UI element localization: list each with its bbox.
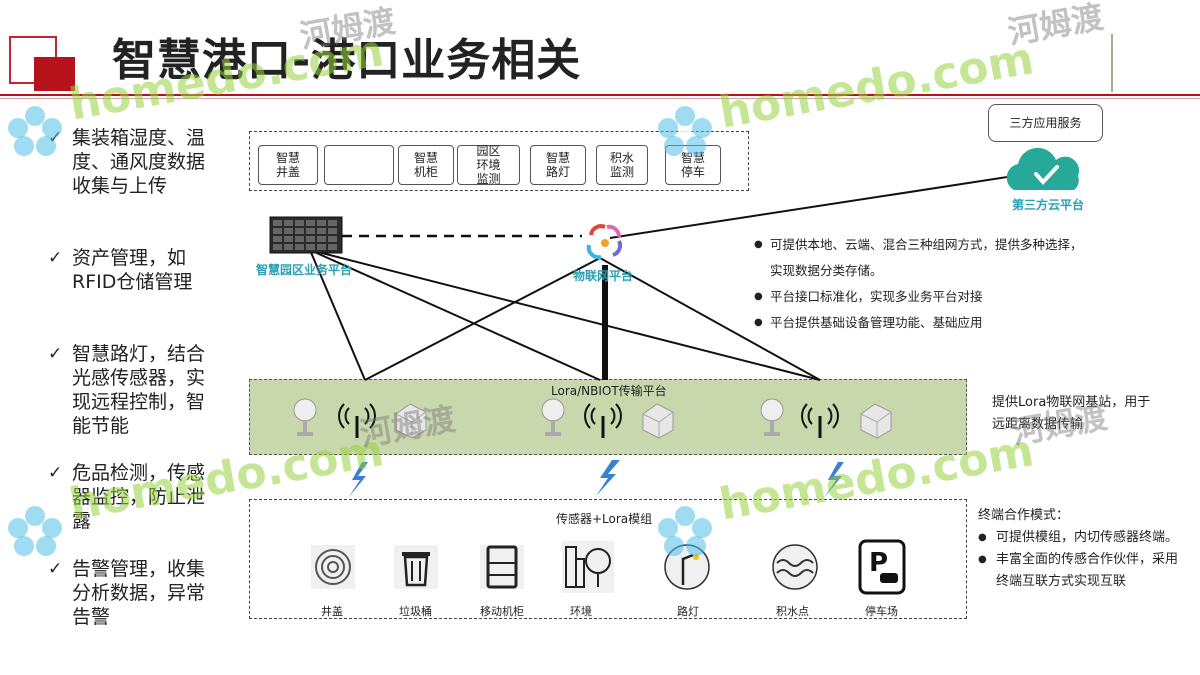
platform-feature-text: 可提供本地、云端、混合三种组网方式，提供多种选择， (770, 237, 1083, 252)
list-item: ✓ 危品检测，传感器监控，防止泄露 (48, 461, 218, 533)
cabinet-icon (480, 545, 524, 589)
app-water-monitoring: 积水 监测 (596, 145, 648, 185)
sensor-label-environment: 环境 (570, 605, 592, 618)
water-point-icon (772, 544, 818, 590)
server-rack-icon (269, 216, 343, 254)
sensor-layer-box (249, 499, 967, 619)
app-blank (324, 145, 394, 185)
sensor-box-label: 传感器+Lora模组 (556, 512, 653, 526)
watermark-flower-icon (8, 106, 62, 156)
gateway-box-icon (395, 403, 427, 439)
lora-note-line: 提供Lora物联网基站，用于 (992, 395, 1151, 410)
cloud-icon (1006, 147, 1080, 190)
connection-lines (309, 171, 1041, 381)
park-platform-label: 智慧园区业务平台 (256, 263, 353, 277)
lora-gateway-group-1 (293, 398, 427, 439)
lora-gateway-group-3 (760, 398, 892, 439)
page-title: 智慧港口-港口业务相关 (112, 35, 582, 86)
watermark-flower-icon (658, 106, 712, 156)
bullet-spacer (754, 258, 770, 284)
manhole-icon (311, 545, 355, 589)
app-smart-manhole: 智慧 井盖 (258, 145, 318, 185)
platform-features: ● 可提供本地、云端、混合三种组网方式，提供多种选择， 实现数据分类存储。 ● 平台… (754, 232, 1083, 336)
svg-text:P: P (869, 548, 888, 578)
platform-feature-text: 平台接口标准化，实现多业务平台对接 (770, 289, 983, 304)
bullet-dot-icon: ● (754, 317, 763, 328)
app-smart-cabinet: 智慧 机柜 (398, 145, 454, 185)
header-divider (1111, 34, 1113, 92)
list-item-text: 集装箱湿度、温度、通风度数据收集与上传 (72, 127, 206, 197)
third-party-service-box: 三方应用服务 (988, 104, 1103, 142)
radar-sensor-icon (760, 398, 784, 436)
radar-sensor-icon (541, 398, 565, 436)
iot-platform-icon (586, 224, 623, 260)
check-icon: ✓ (48, 463, 63, 483)
parking-icon: P (858, 539, 906, 595)
check-icon: ✓ (48, 559, 63, 579)
sensor-label-streetlamp: 路灯 (677, 605, 699, 618)
sensor-label-water: 积水点 (776, 605, 809, 618)
application-layer-box (249, 131, 749, 191)
wireless-links (348, 460, 844, 498)
app-park-environment: 园区 环境 监测 (457, 144, 520, 186)
platform-feature-text: 实现数据分类存储。 (770, 263, 883, 278)
check-icon: ✓ (48, 248, 63, 268)
trash-bin-icon (394, 545, 438, 589)
terminal-note: 终端合作模式： ●可提供模组，内切传感器终端。 ●丰富全面的传感合作伙伴，采用 … (978, 505, 1178, 593)
iot-platform-label: 物联网平台 (573, 269, 634, 283)
antenna-icon (584, 403, 622, 438)
list-item: ✓ 资产管理，如RFID仓储管理 (48, 246, 218, 294)
check-icon: ✓ (48, 344, 63, 364)
terminal-note-title: 终端合作模式： (978, 508, 1070, 523)
antenna-icon (801, 403, 839, 438)
app-smart-streetlight: 智慧 路灯 (530, 145, 586, 185)
list-item: ✓ 智慧路灯，结合光感传感器，实现远程控制，智能节能 (48, 342, 218, 438)
environment-icon (562, 541, 614, 593)
street-lamp-icon (664, 544, 710, 590)
bullet-dot-icon: ● (978, 532, 987, 543)
bullet-dot-icon: ● (978, 554, 987, 565)
watermark-flower-icon (8, 506, 62, 556)
lightning-icon (596, 460, 620, 496)
terminal-note-text: 可提供模组，内切传感器终端。 (996, 530, 1179, 545)
gateway-box-icon (860, 403, 892, 439)
list-item-text: 危品检测，传感器监控，防止泄露 (72, 462, 206, 532)
list-item-text: 告警管理，收集分析数据，异常告警 (72, 558, 206, 628)
lora-note: 提供Lora物联网基站，用于 远距离数据传输 (992, 392, 1150, 436)
terminal-note-text: 丰富全面的传感合作伙伴，采用 (996, 552, 1179, 567)
logo-filled-square (34, 57, 75, 91)
sensor-label-manhole: 井盖 (321, 605, 343, 618)
list-item: ✓ 集装箱湿度、温度、通风度数据收集与上传 (48, 126, 218, 198)
list-item: ✓ 告警管理，收集分析数据，异常告警 (48, 557, 218, 629)
list-item-text: 资产管理，如RFID仓储管理 (72, 247, 193, 293)
bullet-dot-icon: ● (754, 239, 763, 250)
gateway-box-icon (642, 403, 674, 439)
lightning-icon (824, 462, 844, 498)
sensor-label-cabinet: 移动机柜 (480, 605, 524, 618)
sensor-label-parking: 停车场 (865, 605, 898, 618)
lightning-icon (348, 462, 368, 498)
lora-note-line: 远距离数据传输 (992, 417, 1084, 432)
bullet-dot-icon: ● (754, 291, 763, 302)
header-rule (0, 94, 1200, 96)
sensor-label-trash: 垃圾桶 (399, 605, 432, 618)
lora-band-label: Lora/NBIOT传输平台 (551, 384, 667, 398)
header-rule-thin (0, 98, 1200, 99)
lora-gateway-group-2 (541, 398, 674, 439)
platform-feature-text: 平台提供基础设备管理功能、基础应用 (770, 315, 983, 330)
radar-sensor-icon (293, 398, 317, 436)
terminal-note-text: 终端互联方式实现互联 (996, 574, 1127, 589)
watermark-flower-icon (658, 506, 712, 556)
list-item-text: 智慧路灯，结合光感传感器，实现远程控制，智能节能 (72, 343, 206, 437)
cloud-platform-label: 第三方云平台 (1012, 198, 1085, 212)
